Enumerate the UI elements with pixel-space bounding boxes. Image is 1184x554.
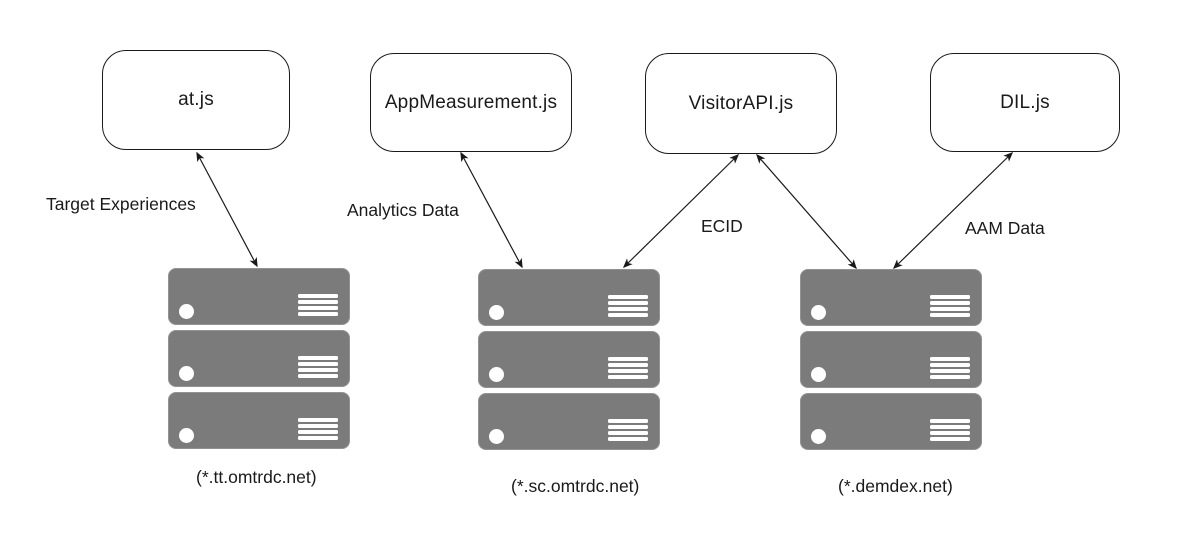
node-visitorapi-js-label: VisitorAPI.js xyxy=(688,92,794,114)
server-icon xyxy=(168,268,350,325)
arrow-dil-demdex xyxy=(892,151,1014,270)
server-icon xyxy=(800,331,982,388)
server-vents-icon xyxy=(298,418,338,442)
server-led-icon xyxy=(811,429,826,444)
server-icon xyxy=(168,330,350,387)
server-vents-icon xyxy=(608,357,648,381)
stack-label-demdex: (*.demdex.net) xyxy=(838,476,953,496)
node-at-js-label: at.js xyxy=(178,89,214,110)
server-led-icon xyxy=(489,305,504,320)
node-dil-js-label: DIL.js xyxy=(1000,91,1050,113)
arrow-visitorapi-demdex xyxy=(756,153,857,270)
server-led-icon xyxy=(179,304,194,319)
server-icon xyxy=(478,393,660,450)
server-led-icon xyxy=(489,367,504,382)
stack-label-sc-omtrdc: (*.sc.omtrdc.net) xyxy=(511,476,640,496)
arrow-appmeasurement-sc xyxy=(460,151,523,269)
server-icon xyxy=(478,269,660,326)
server-stack-tt-omtrdc xyxy=(168,268,350,454)
server-led-icon xyxy=(179,366,194,381)
server-vents-icon xyxy=(608,295,648,319)
server-vents-icon xyxy=(930,357,970,381)
server-led-icon xyxy=(179,428,194,443)
arrow-atjs-tt xyxy=(196,151,258,268)
node-at-js: at.js xyxy=(102,50,290,150)
server-vents-icon xyxy=(930,295,970,319)
edge-label-analytics-data: Analytics Data xyxy=(347,200,459,220)
node-appmeasurement-js-label: AppMeasurement.js xyxy=(384,91,558,113)
server-led-icon xyxy=(811,305,826,320)
edge-label-target-experiences: Target Experiences xyxy=(46,194,196,214)
server-vents-icon xyxy=(608,419,648,443)
server-stack-demdex xyxy=(800,269,982,455)
server-icon xyxy=(800,393,982,450)
server-led-icon xyxy=(811,367,826,382)
stack-label-tt-omtrdc: (*.tt.omtrdc.net) xyxy=(196,467,317,487)
node-visitorapi-js: VisitorAPI.js xyxy=(645,53,837,154)
edge-label-ecid: ECID xyxy=(701,216,743,236)
server-vents-icon xyxy=(298,294,338,318)
edge-label-aam-data: AAM Data xyxy=(965,218,1045,238)
server-icon xyxy=(478,331,660,388)
server-icon xyxy=(168,392,350,449)
server-icon xyxy=(800,269,982,326)
node-appmeasurement-js: AppMeasurement.js xyxy=(370,53,572,152)
arrow-visitorapi-sc xyxy=(622,153,740,269)
server-vents-icon xyxy=(930,419,970,443)
server-vents-icon xyxy=(298,356,338,380)
node-dil-js: DIL.js xyxy=(930,53,1120,152)
server-led-icon xyxy=(489,429,504,444)
server-stack-sc-omtrdc xyxy=(478,269,660,455)
